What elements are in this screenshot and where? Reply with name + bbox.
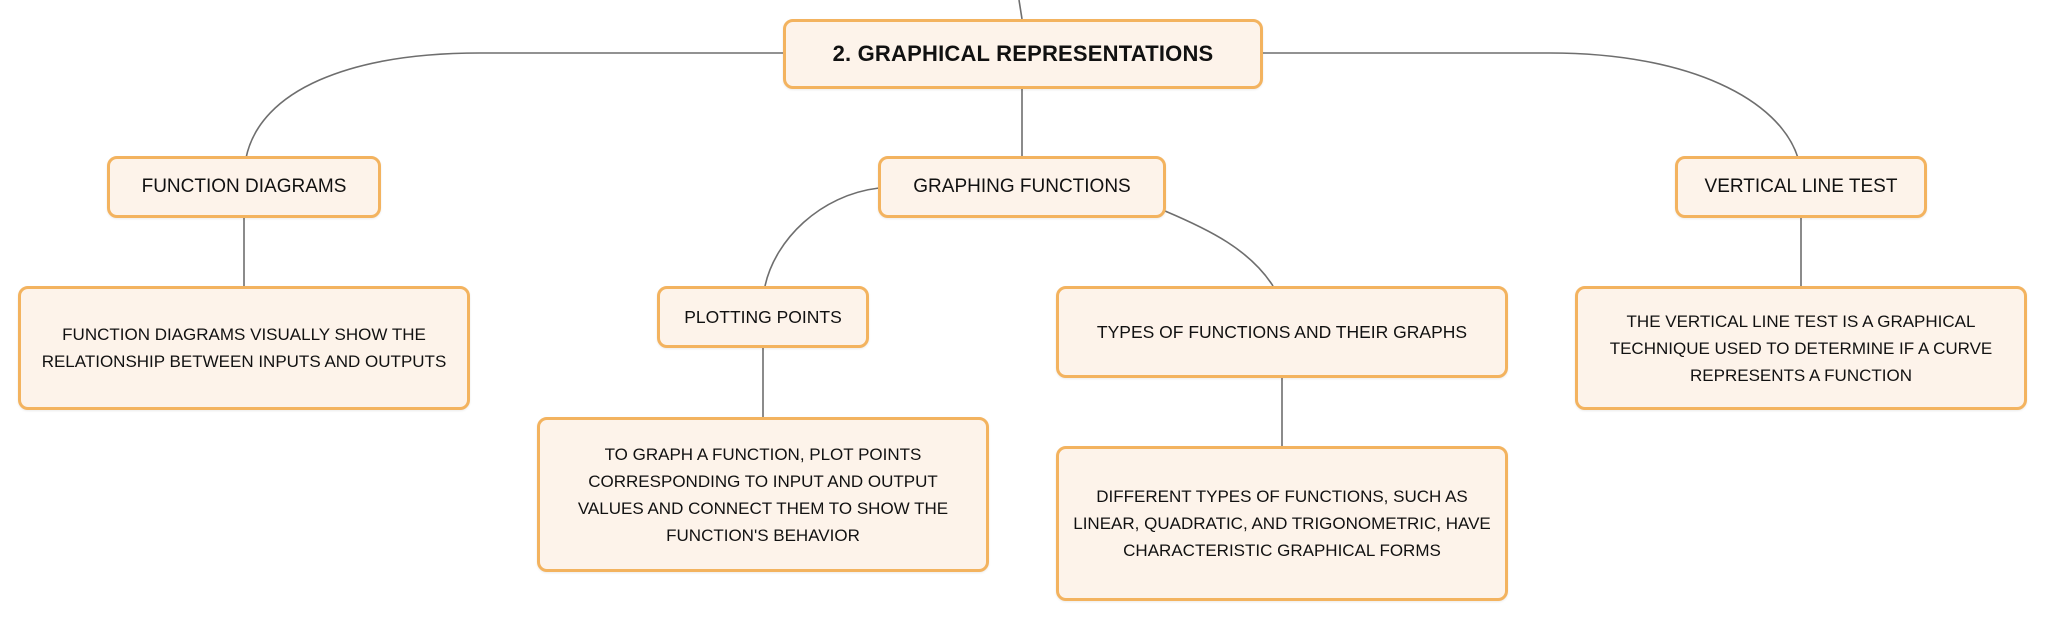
plotting-points-label: PLOTTING POINTS [684, 306, 842, 327]
vertical-line-test-label: VERTICAL LINE TEST [1704, 176, 1898, 197]
types-of-functions-label: TYPES OF FUNCTIONS AND THEIR GRAPHS [1096, 321, 1468, 342]
function-diagrams-node[interactable]: FUNCTION DIAGRAMS [107, 156, 381, 218]
connector-root-to-function-diagrams [245, 52, 783, 159]
vertical-line-test-detail-text: THE VERTICAL LINE TEST IS A GRAPHICAL TE… [1609, 311, 1993, 385]
vertical-line-test-node[interactable]: VERTICAL LINE TEST [1675, 156, 1927, 218]
plotting-points-node[interactable]: PLOTTING POINTS [657, 286, 869, 348]
root-node-label: 2. GRAPHICAL REPRESENTATIONS [832, 41, 1214, 66]
types-of-functions-node[interactable]: TYPES OF FUNCTIONS AND THEIR GRAPHS [1056, 286, 1508, 378]
graphing-functions-node[interactable]: GRAPHING FUNCTIONS [878, 156, 1166, 218]
graphing-functions-label: GRAPHING FUNCTIONS [913, 176, 1131, 197]
vertical-line-test-detail-node[interactable]: THE VERTICAL LINE TEST IS A GRAPHICAL TE… [1575, 286, 2027, 410]
plotting-points-detail-text: TO GRAPH A FUNCTION, PLOT POINTS CORRESP… [577, 444, 949, 545]
plotting-points-detail-node[interactable]: TO GRAPH A FUNCTION, PLOT POINTS CORRESP… [537, 417, 989, 572]
types-of-functions-detail-text: DIFFERENT TYPES OF FUNCTIONS, SUCH AS LI… [1073, 487, 1491, 560]
root-node[interactable]: 2. GRAPHICAL REPRESENTATIONS [783, 19, 1263, 89]
types-of-functions-detail-node[interactable]: DIFFERENT TYPES OF FUNCTIONS, SUCH AS LI… [1056, 446, 1508, 601]
function-diagrams-detail-node[interactable]: FUNCTION DIAGRAMS VISUALLY SHOW THE RELA… [18, 286, 470, 410]
connector-graphing-to-types [1164, 210, 1274, 287]
connector-root-to-vertical-line-test [1263, 52, 1799, 159]
function-diagrams-detail-text: FUNCTION DIAGRAMS VISUALLY SHOW THE RELA… [41, 325, 447, 371]
function-diagrams-label: FUNCTION DIAGRAMS [141, 176, 347, 197]
connector-graphing-to-plotting-points [764, 187, 880, 287]
connector-from-parent [1018, 0, 1023, 20]
